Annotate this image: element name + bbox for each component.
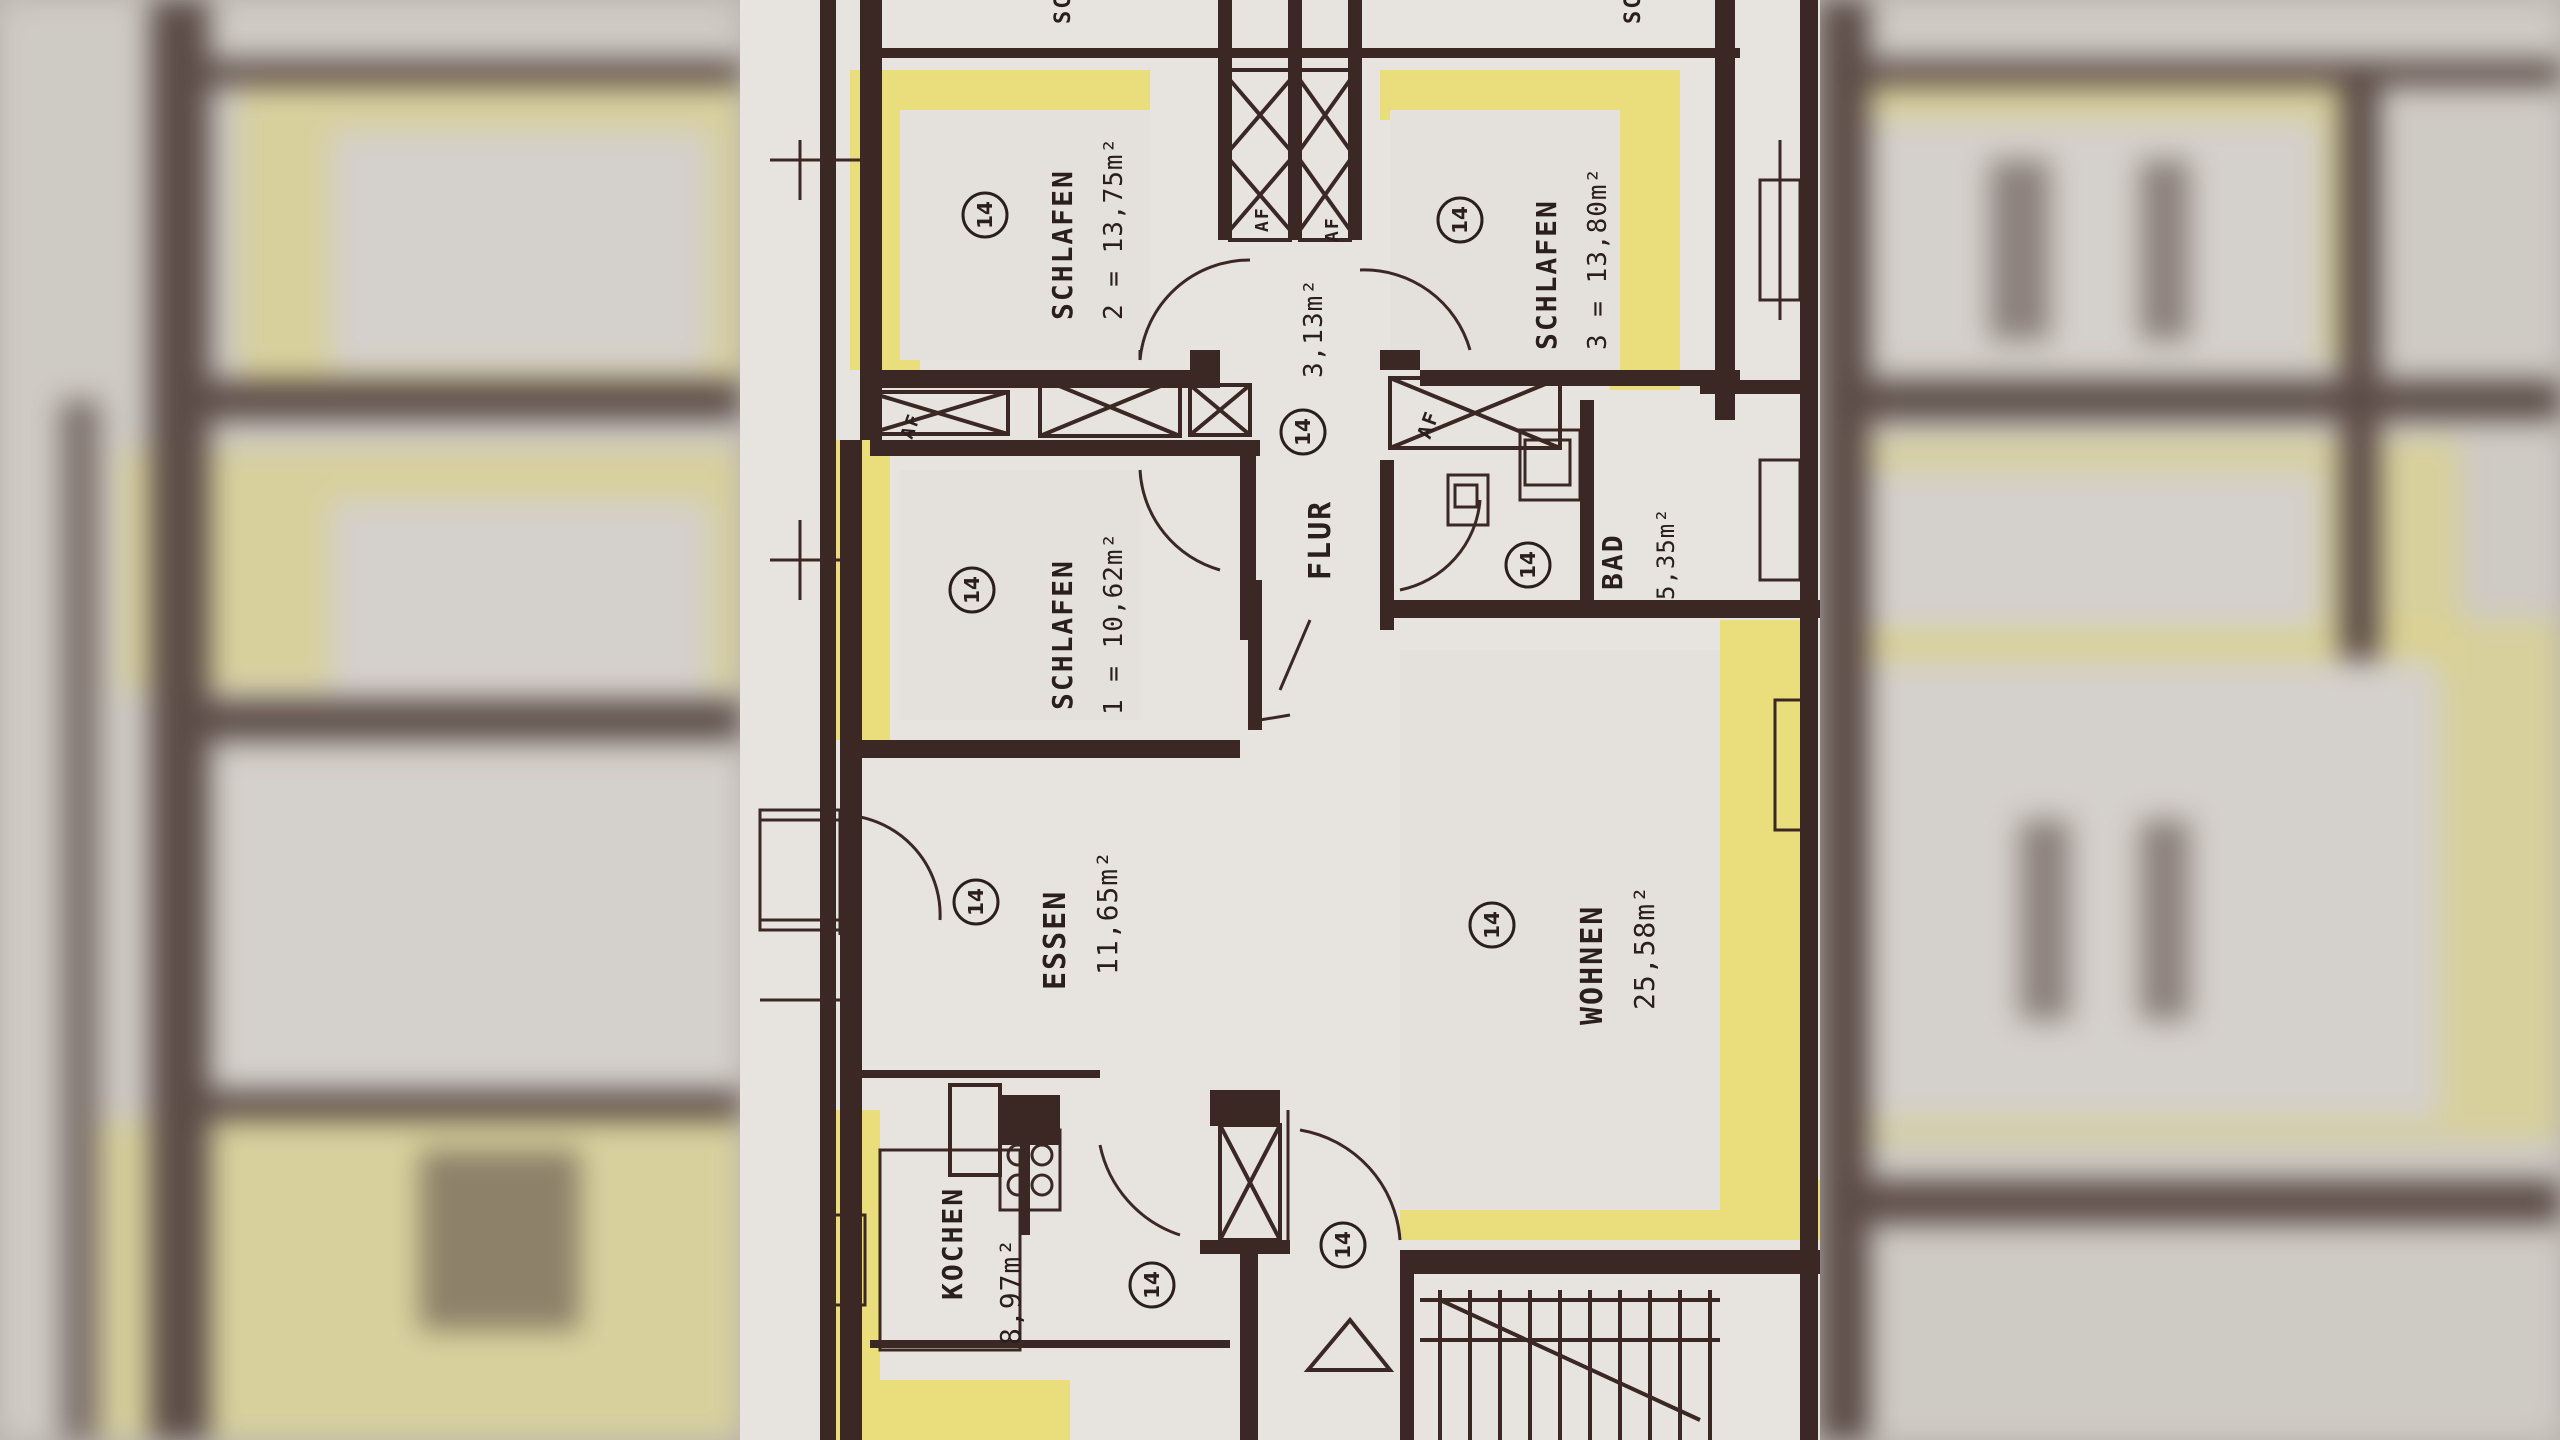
room-schlafen-3: 14 SCHLAFEN 3 = 13,80m² bbox=[1436, 167, 1613, 350]
room-schlafen-1: 14 SCHLAFEN 1 = 10,62m² bbox=[948, 532, 1129, 715]
top-right-fragment: SC bbox=[1621, 0, 1646, 24]
blurred-left-panel bbox=[0, 0, 740, 1440]
room-number: 14 bbox=[1516, 551, 1540, 579]
room-label: SCHLAFEN bbox=[1046, 559, 1079, 710]
room-area: 25,58m² bbox=[1628, 885, 1661, 1010]
ventilation-shafts bbox=[866, 68, 1562, 1242]
room-number: 14 bbox=[1140, 1271, 1164, 1299]
room-essen: 14 ESSEN 11,65m² bbox=[952, 850, 1124, 990]
room-area: 3,13m² bbox=[1299, 278, 1329, 378]
room-label: SCHLAFEN bbox=[1530, 199, 1563, 350]
room-area: 8,97m² bbox=[994, 1238, 1027, 1345]
floor-plan-drawing: AF AF AF AF bbox=[740, 0, 1820, 1440]
room-number: 14 bbox=[1291, 418, 1315, 446]
blurred-right-panel bbox=[1820, 0, 2560, 1440]
room-label: BAD bbox=[1596, 533, 1629, 590]
room-number: 14 bbox=[1448, 206, 1472, 234]
bath-fixtures bbox=[1446, 428, 1582, 527]
entrance-number: 14 bbox=[1331, 1231, 1355, 1259]
room-schlafen-2: 14 SCHLAFEN 2 = 13,75m² bbox=[961, 137, 1129, 320]
room-number: 14 bbox=[1480, 911, 1504, 939]
room-number: 14 bbox=[960, 576, 984, 604]
room-flur: 14 3,13m² FLUR bbox=[1279, 278, 1338, 580]
room-label: KOCHEN bbox=[936, 1187, 969, 1300]
room-area: 2 = 13,75m² bbox=[1099, 137, 1129, 320]
shaft-label: AF bbox=[1322, 216, 1343, 242]
stove bbox=[823, 1128, 1062, 1352]
doors bbox=[838, 258, 1482, 1241]
room-number: 14 bbox=[964, 888, 988, 916]
top-left-fragment: SC bbox=[1051, 0, 1076, 24]
floor-plan: AF AF AF AF bbox=[740, 0, 1820, 1440]
room-number: 14 bbox=[973, 201, 997, 229]
walls bbox=[820, 0, 1820, 1440]
room-area: 1 = 10,62m² bbox=[1099, 532, 1129, 715]
room-wohnen: 14 WOHNEN 25,58m² bbox=[1468, 885, 1661, 1025]
room-area: 5,35m² bbox=[1652, 507, 1680, 600]
room-label: SCHLAFEN bbox=[1046, 169, 1079, 320]
room-bad: 14 BAD 5,35m² bbox=[1504, 507, 1680, 600]
room-area: 11,65m² bbox=[1091, 850, 1124, 975]
stairs bbox=[1303, 1290, 1720, 1440]
room-area: 3 = 13,80m² bbox=[1583, 167, 1613, 350]
entrance-marker: 14 bbox=[1319, 1221, 1367, 1269]
room-kochen: KOCHEN 8,97m² 14 bbox=[936, 1187, 1176, 1345]
shaft-label: AF bbox=[1252, 206, 1273, 232]
room-label: FLUR bbox=[1303, 500, 1338, 580]
room-label: WOHNEN bbox=[1575, 905, 1610, 1025]
room-label: ESSEN bbox=[1038, 890, 1073, 990]
